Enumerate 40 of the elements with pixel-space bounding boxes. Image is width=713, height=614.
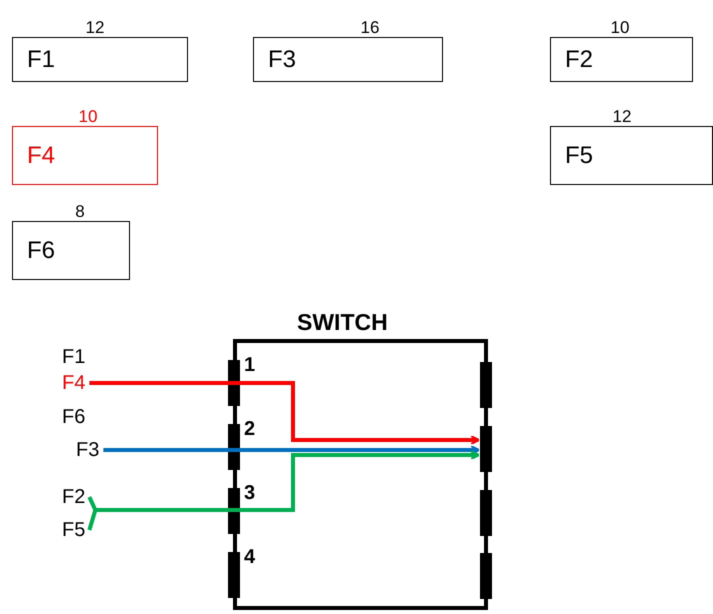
box-label: F1 [27, 46, 56, 74]
port-number: 4 [244, 546, 256, 568]
size-number: 10 [78, 108, 98, 126]
signal-label: F4 [62, 372, 86, 394]
signal-label: F2 [62, 486, 86, 508]
process-box [12, 221, 130, 280]
port-bar [480, 362, 492, 408]
box-label: F4 [27, 142, 56, 170]
box-label: F2 [565, 46, 594, 74]
port-bar [228, 360, 240, 406]
signal-label: F1 [62, 346, 86, 368]
signal-label: F6 [62, 406, 86, 428]
port-bar [480, 426, 492, 472]
port-bar [228, 488, 240, 534]
signal-label: F3 [76, 439, 100, 461]
box-label: F5 [565, 142, 594, 170]
size-number: 10 [610, 19, 630, 37]
arrow [87, 450, 480, 531]
arrow [89, 381, 480, 445]
process-box [550, 37, 693, 82]
arrow [103, 445, 480, 455]
port-bar [228, 552, 240, 598]
box-label: F6 [27, 236, 56, 264]
box-label: F3 [268, 46, 296, 74]
process-box [550, 126, 713, 185]
port-number: 3 [244, 482, 256, 504]
process-box [253, 37, 443, 82]
port-bar [480, 490, 492, 536]
port-bar [480, 553, 492, 599]
size-number: 12 [612, 108, 632, 126]
signal-label: F5 [62, 519, 86, 541]
process-box [12, 37, 188, 82]
port-number: 2 [244, 418, 256, 440]
size-number: 8 [74, 203, 86, 221]
switch-title: SWITCH [297, 311, 388, 333]
port-bar [228, 424, 240, 470]
process-box [12, 126, 158, 185]
port-number: 1 [244, 354, 256, 376]
size-number: 12 [84, 19, 106, 37]
size-number: 16 [360, 19, 380, 37]
